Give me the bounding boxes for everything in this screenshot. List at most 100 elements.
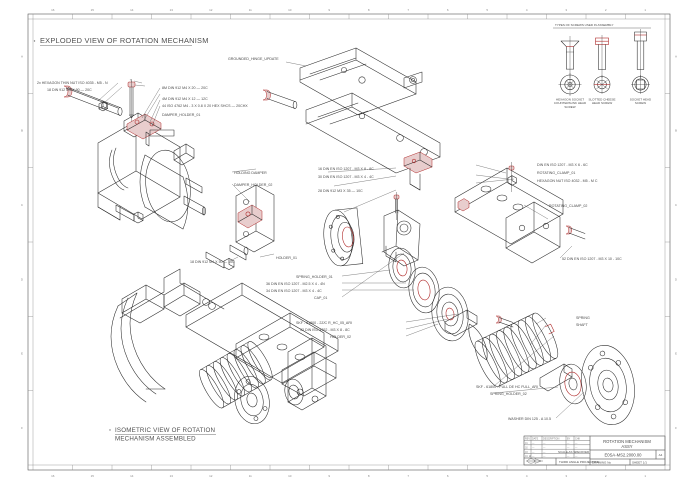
revision-cell: — bbox=[567, 442, 570, 445]
annotation-lower-center-2: 33 DIN ISO 4762 - M3 X 8 - 8C bbox=[300, 328, 350, 332]
annotation-spring: SPRING bbox=[576, 316, 590, 320]
title-block-drawing-number: E0SA-MS2.2000.00 bbox=[604, 452, 642, 457]
title-block-part-name-1: ROTATION MECHANISM bbox=[603, 439, 651, 444]
annotation-damper-holder-01: DAMPER_HOLDER_01 bbox=[162, 113, 200, 117]
svg-text:A: A bbox=[675, 54, 677, 58]
annotation-flange-2: 30 DIN EN ISO 1207 - M3 X 4 - 4C bbox=[318, 175, 374, 179]
svg-text:6: 6 bbox=[447, 474, 449, 478]
legend-screw-countersunk: HEXAGON SOCKET COUNTERSUNK HEAD SCREW bbox=[554, 36, 587, 109]
damper-holder-02-plate bbox=[205, 184, 275, 270]
svg-text:13: 13 bbox=[170, 8, 174, 12]
revision-header-cell: BY bbox=[567, 438, 571, 441]
damper-body-assembly bbox=[63, 79, 206, 230]
annotation-holder-01: HOLDER_01 bbox=[276, 256, 297, 260]
annotation-left-1: 2x HEXAGON THIN NUT ISO 4035 - M5 - N bbox=[37, 81, 108, 85]
revision-header-cell: CHK bbox=[575, 438, 580, 441]
svg-text:5: 5 bbox=[486, 8, 488, 12]
annotation-center-2: 36 DIN EN ISO 1207 - M2.5 X 4 - 4N bbox=[266, 282, 325, 286]
legend-caption-2-line2: HEAD SCREW bbox=[592, 101, 613, 105]
svg-text:5: 5 bbox=[486, 474, 488, 478]
annotation-top-center-1: 8M DIN 912 M4 X 20 — 20C bbox=[162, 86, 208, 90]
left-hex-nut bbox=[98, 101, 108, 112]
revision-cell: — bbox=[532, 455, 535, 458]
title-block-footer-sheet: SHEET 1/1 bbox=[632, 460, 647, 464]
svg-text:9: 9 bbox=[328, 474, 330, 478]
left-long-bolt bbox=[63, 85, 123, 116]
annotation-shaft: SHAFT bbox=[576, 323, 589, 327]
revision-header-cell: DATE bbox=[532, 438, 539, 441]
annotation-mid-left-lower: 18 DIN 912 M4 X 50 — 10C bbox=[190, 260, 235, 264]
svg-text:12: 12 bbox=[209, 8, 213, 12]
annotation-labels: 2x HEXAGON THIN NUT ISO 4035 - M5 - N 18… bbox=[37, 57, 622, 421]
title-block-scale-label: SCALE AS SPECIFIED bbox=[558, 450, 590, 454]
top-vertical-screws bbox=[127, 79, 136, 124]
holder-01-flange bbox=[323, 192, 421, 267]
svg-text:C: C bbox=[675, 203, 678, 207]
revision-cell: — bbox=[543, 442, 546, 445]
annotation-right-1: DIN EN ISO 1207 - M3 X 6 - 6C bbox=[537, 163, 588, 167]
svg-text:10: 10 bbox=[288, 8, 292, 12]
revision-cell: — bbox=[532, 446, 535, 449]
damper-holder-01 bbox=[126, 113, 175, 147]
annotation-washer: WASHER DIN 125 - A 10.5 bbox=[508, 417, 551, 421]
isometric-view-title-group: ISOMETRIC VIEW OF ROTATION MECHANISM ASS… bbox=[109, 427, 216, 443]
assembled-coil-spring bbox=[199, 341, 273, 409]
svg-text:B: B bbox=[21, 129, 23, 133]
svg-text:F: F bbox=[675, 426, 677, 430]
exploded-view-title-group: EXPLODED VIEW OF ROTATION MECHANISM bbox=[33, 36, 209, 46]
svg-text:11: 11 bbox=[249, 474, 252, 478]
svg-text:4: 4 bbox=[526, 474, 528, 478]
svg-text:2: 2 bbox=[605, 8, 607, 12]
svg-text:13: 13 bbox=[170, 474, 174, 478]
svg-text:8: 8 bbox=[368, 8, 370, 12]
revision-cell: — bbox=[532, 451, 535, 454]
revision-cell: — bbox=[575, 451, 578, 454]
svg-text:A: A bbox=[21, 54, 23, 58]
revision-header-cell: REV bbox=[525, 438, 530, 441]
projection-letter: A bbox=[529, 454, 531, 458]
svg-text:16: 16 bbox=[51, 8, 55, 12]
annotation-top-center-3: 44 ISO 4762 M4 - 3 X 0.8 X 20 HEX SHCS —… bbox=[162, 104, 248, 108]
cap-01 bbox=[381, 209, 421, 267]
isometric-assembled-view bbox=[110, 268, 339, 425]
svg-text:8: 8 bbox=[368, 474, 370, 478]
revision-cell: — bbox=[575, 455, 578, 458]
svg-text:1: 1 bbox=[644, 8, 646, 12]
revision-cell: — bbox=[543, 451, 546, 454]
coil-spring bbox=[468, 312, 559, 387]
legend-screw-socket: SOCKET HEAD SCREW bbox=[630, 29, 652, 105]
grounded-hinge-arm bbox=[262, 47, 441, 191]
revision-cell: — bbox=[567, 455, 570, 458]
svg-text:4: 4 bbox=[526, 8, 528, 12]
annotation-holder-02: HOLDER_02 bbox=[330, 335, 351, 339]
svg-text:14: 14 bbox=[130, 474, 134, 478]
svg-text:16: 16 bbox=[51, 474, 55, 478]
exploded-view-title: EXPLODED VIEW OF ROTATION MECHANISM bbox=[40, 36, 209, 45]
annotation-center-3: 34 DIN EN ISO 1207 - M3 X 4 - 4C bbox=[266, 289, 322, 293]
revision-cell: 01 bbox=[525, 442, 528, 445]
legend-caption-1-line1: HEXAGON SOCKET bbox=[556, 98, 584, 102]
svg-text:15: 15 bbox=[91, 8, 95, 12]
svg-text:7: 7 bbox=[407, 8, 409, 12]
revision-cell: 02 bbox=[525, 446, 528, 449]
annotation-cap-01: CAP_01 bbox=[314, 296, 327, 300]
svg-text:7: 7 bbox=[407, 474, 409, 478]
svg-text:3: 3 bbox=[565, 474, 567, 478]
svg-text:10: 10 bbox=[288, 474, 292, 478]
annotation-flange-1: 16 DIN EN ISO 1207 - M3 X 8 - 8C bbox=[318, 167, 374, 171]
hinge-pivot-shaft bbox=[262, 89, 298, 109]
annotation-top-center-2: 4M DIN 912 M4 X 12 — 12C bbox=[162, 97, 208, 101]
revision-cell: 04 bbox=[525, 455, 528, 458]
svg-text:D: D bbox=[675, 277, 678, 281]
legend-caption-2-line1: SLOTTED CHEESE bbox=[588, 98, 615, 102]
annotation-rotating-clamp-02: ROTATING_CLAMP_02 bbox=[549, 204, 587, 208]
svg-text:9: 9 bbox=[328, 8, 330, 12]
svg-text:E: E bbox=[21, 352, 23, 356]
svg-text:12: 12 bbox=[209, 474, 213, 478]
projection-symbol: A bbox=[526, 454, 543, 464]
annotation-right-3: HEXAGON NUT ISO 4032 - M5 - M C bbox=[537, 179, 598, 183]
